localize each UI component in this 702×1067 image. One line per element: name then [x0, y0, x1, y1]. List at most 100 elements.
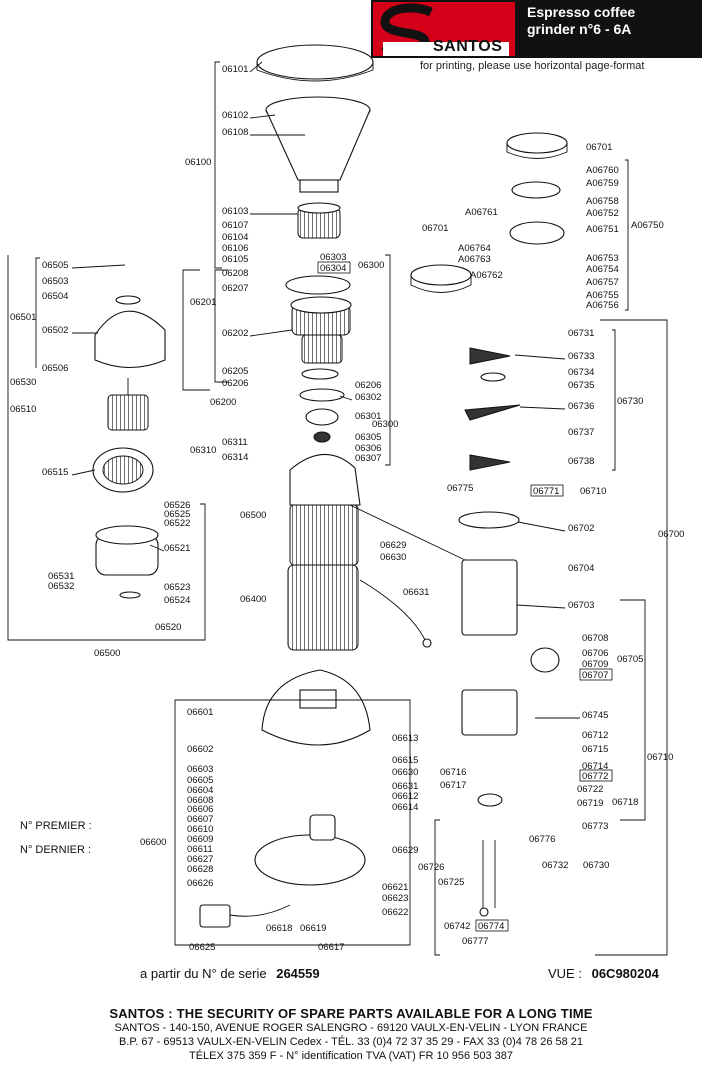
- part-label: 06609: [187, 834, 213, 845]
- part-label: 06615: [392, 755, 418, 766]
- part-label: 06526: [164, 500, 190, 511]
- part-label: 06107: [222, 220, 248, 231]
- leader-lines: [71, 61, 580, 719]
- part-label: 06604: [187, 785, 213, 796]
- part-label: 06773: [582, 821, 608, 832]
- part-label: 06730: [583, 860, 609, 871]
- part-label: 06622: [382, 907, 408, 918]
- part-label: 06736: [568, 401, 594, 412]
- part-label: 06618: [266, 923, 292, 934]
- brand-name: SANTOS: [433, 38, 503, 55]
- footer-address-1: SANTOS - 140-150, AVENUE ROGER SALENGRO …: [114, 1022, 588, 1034]
- part-label: 06726: [418, 862, 444, 873]
- view-code: 06C980204: [591, 966, 659, 981]
- grinding-burrs: [299, 388, 345, 443]
- part-label: 06742: [444, 921, 470, 932]
- part-label: 06737: [568, 427, 594, 438]
- part-label: 06707: [582, 670, 608, 681]
- part-label: 06630: [392, 767, 418, 778]
- part-label: 06510: [10, 404, 36, 415]
- part-label: 06302: [355, 392, 381, 403]
- part-label-box: [530, 484, 564, 497]
- part-label: 06500: [240, 510, 266, 521]
- part-label: 06717: [440, 780, 466, 791]
- part-label: 06301: [355, 411, 381, 422]
- part-label: A06753: [586, 253, 619, 264]
- part-label: 06627: [187, 854, 213, 865]
- bracket-06500: [7, 255, 206, 641]
- part-label: 06307: [355, 453, 381, 464]
- part-label: 06600: [140, 837, 166, 848]
- part-label: 06605: [187, 775, 213, 786]
- part-label: 06612: [392, 791, 418, 802]
- part-label: 06702: [568, 523, 594, 534]
- last-serial-label: N° DERNIER :: [20, 844, 92, 856]
- part-label: 06206: [355, 380, 381, 391]
- part-label: A06764: [458, 243, 491, 254]
- doser-lid: [410, 132, 568, 293]
- bracket-06501: [35, 257, 40, 368]
- part-label: 06100: [185, 157, 211, 168]
- part-label: 06715: [582, 744, 608, 755]
- part-label: A06755: [586, 290, 619, 301]
- part-label: 06732: [542, 860, 568, 871]
- part-label: 06722: [577, 784, 603, 795]
- bracket-06201: [214, 269, 228, 383]
- part-label: 06108: [222, 127, 248, 138]
- part-label: 06626: [187, 878, 213, 889]
- part-label: 06629: [392, 845, 418, 856]
- part-label: 06610: [187, 824, 213, 835]
- part-label: 06623: [382, 893, 408, 904]
- part-label: A06760: [586, 165, 619, 176]
- part-label-box: [317, 261, 351, 274]
- part-label: 06630: [380, 552, 406, 563]
- doser-cylinder: [458, 511, 560, 736]
- part-label: 06515: [42, 467, 68, 478]
- part-label: 06314: [222, 452, 248, 463]
- part-label: 06625: [189, 942, 215, 953]
- part-label: 06735: [568, 380, 594, 391]
- part-label: 06506: [42, 363, 68, 374]
- part-label: 06106: [222, 243, 248, 254]
- doser-star-wheels: [464, 347, 521, 471]
- part-label: A06758: [586, 196, 619, 207]
- part-label: 06629: [380, 540, 406, 551]
- part-label: 06505: [42, 260, 68, 271]
- part-label: 06712: [582, 730, 608, 741]
- part-label: 06521: [164, 543, 190, 554]
- footer-address-3: TÉLEX 375 359 F - N° identification TVA …: [189, 1050, 513, 1062]
- part-label: 06738: [568, 456, 594, 467]
- part-label: 06522: [164, 518, 190, 529]
- part-label: 06701: [586, 142, 612, 153]
- motor-base: [95, 525, 159, 599]
- part-label: 06201: [190, 297, 216, 308]
- bracket-06750: [625, 159, 629, 311]
- part-label: 06731: [568, 328, 594, 339]
- part-label: 06774: [478, 921, 504, 932]
- part-label: A06763: [458, 254, 491, 265]
- hopper-collar: [297, 202, 341, 239]
- part-label: 06304: [320, 263, 346, 274]
- bracket-06725: [434, 819, 440, 956]
- part-label: 06601: [187, 707, 213, 718]
- part-label: 06300: [372, 419, 398, 430]
- part-label: 06631: [403, 587, 429, 598]
- part-label: 06776: [529, 834, 555, 845]
- title-line-2: grinder n°6 - 6A: [527, 21, 632, 37]
- part-label: 06603: [187, 764, 213, 775]
- part-label: 06734: [568, 367, 594, 378]
- part-label: 06310: [190, 445, 216, 456]
- part-label: 06520: [155, 622, 181, 633]
- part-label: 06524: [164, 595, 190, 606]
- part-label: 06300: [358, 260, 384, 271]
- footer-slogan: SANTOS : THE SECURITY OF SPARE PARTS AVA…: [109, 1006, 593, 1021]
- part-label: 06704: [568, 563, 594, 574]
- part-label: 06101: [222, 64, 248, 75]
- machine-base: [199, 669, 371, 928]
- footer-address-2: B.P. 67 - 69513 VAULX-EN-VELIN Cedex - T…: [118, 1036, 584, 1048]
- part-label: 06501: [10, 312, 36, 323]
- part-label: A06751: [586, 224, 619, 235]
- part-label: 06700: [658, 529, 684, 540]
- part-label: A06761: [465, 207, 498, 218]
